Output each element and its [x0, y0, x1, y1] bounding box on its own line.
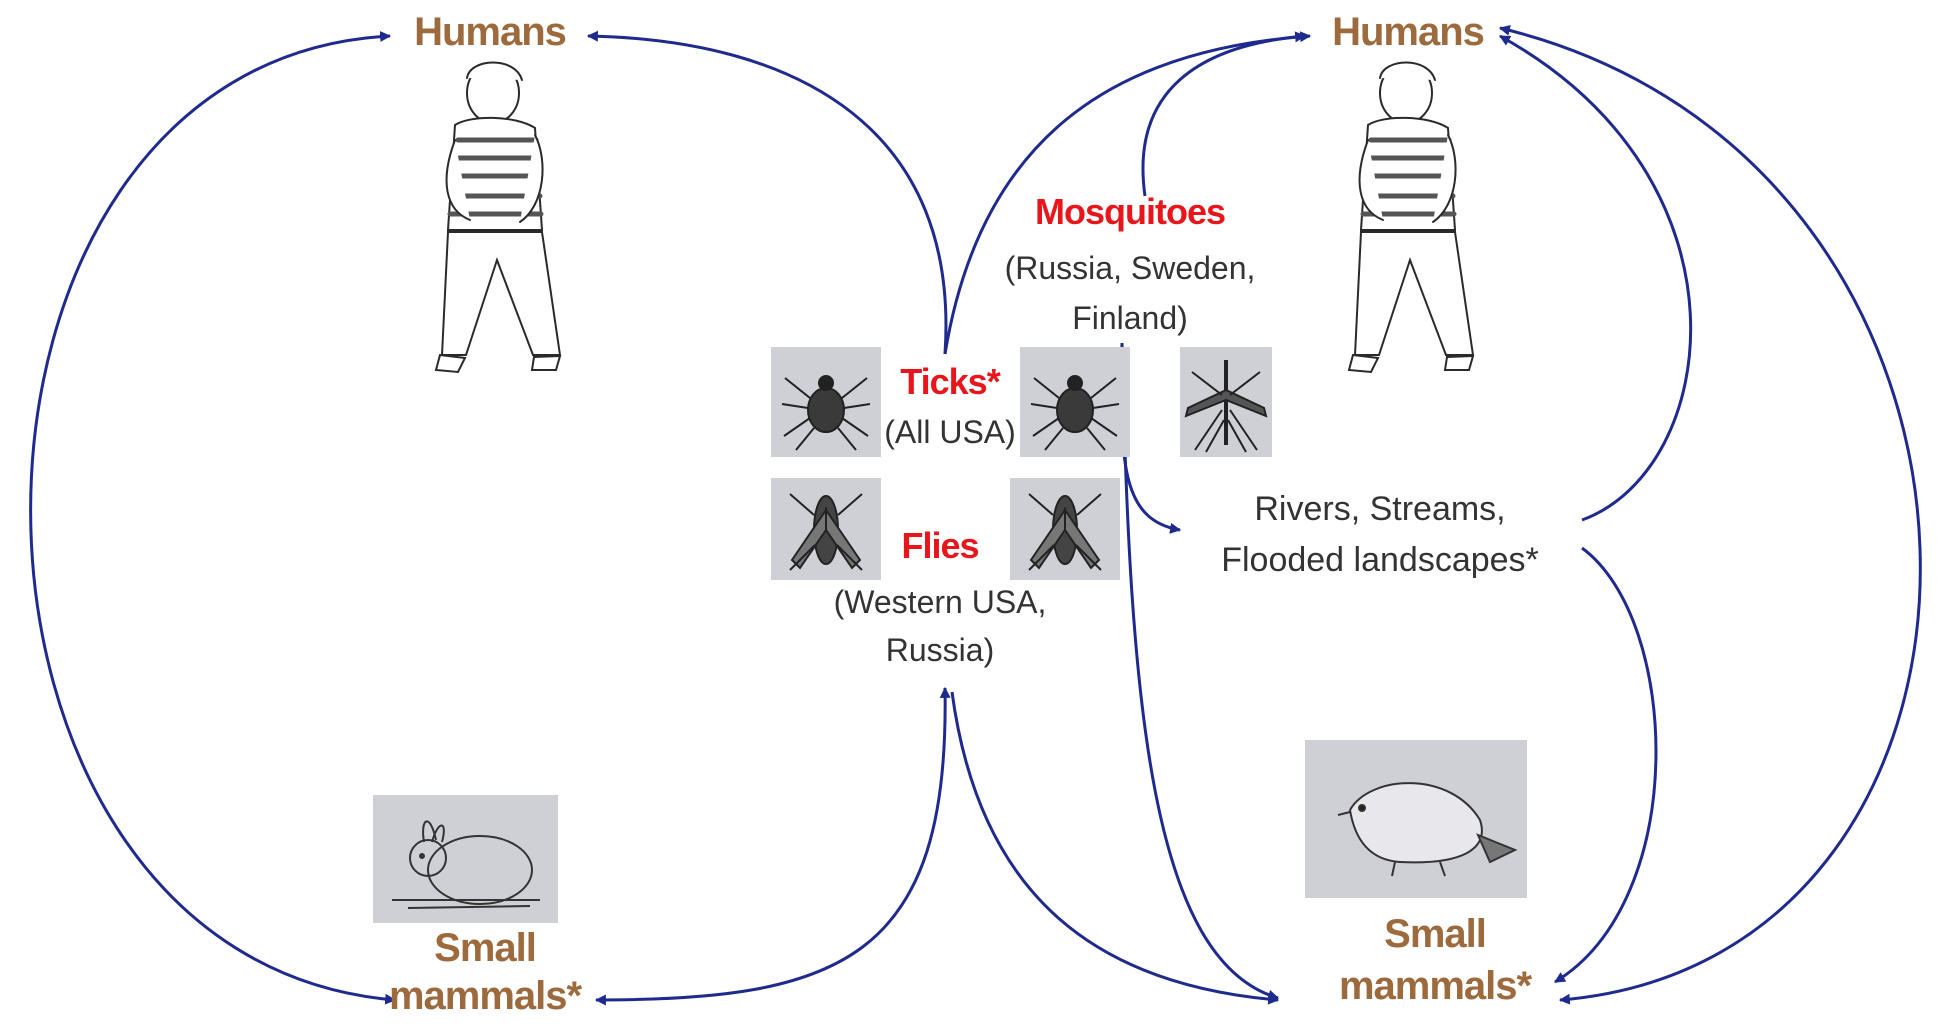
arrow-left-humans-mammals: [31, 36, 395, 1000]
small-mammals-line-2: mammals*: [1315, 964, 1555, 1008]
ticks-region: (All USA): [870, 410, 1030, 454]
ticks-label: Ticks*: [885, 362, 1015, 402]
mosquitoes-label: Mosquitoes: [1010, 192, 1250, 232]
small-mammals-line-1: Small: [1315, 912, 1555, 956]
flies-region-line-1: (Western USA,: [800, 580, 1080, 624]
arrow-vectors-left-mammals: [596, 688, 945, 1000]
arrow-ticks-to-left-humans: [588, 36, 946, 354]
mosquitoes-region-line-1: (Russia, Sweden,: [965, 246, 1295, 290]
human-figure-icon: [1349, 63, 1473, 373]
arrow-mosquitoes-to-rivers: [1121, 343, 1180, 530]
left-small-mammals-label: Small mammals*: [370, 926, 600, 1022]
flies-region-line-2: Russia): [850, 628, 1030, 672]
arrow-mosquitoes-to-right-humans: [1143, 36, 1305, 196]
habitat-line-1: Rivers, Streams,: [1180, 484, 1580, 534]
left-humans-label: Humans: [400, 10, 580, 54]
habitat-line-2: Flooded landscapes*: [1160, 535, 1600, 585]
small-mammals-line-1: Small: [370, 926, 600, 970]
arrow-rivers-to-right-humans: [1500, 36, 1691, 520]
small-mammals-line-2: mammals*: [370, 974, 600, 1018]
mosquitoes-region-line-2: Finland): [1040, 296, 1220, 340]
arrow-vectors-to-right-mammals: [952, 692, 1278, 1000]
right-small-mammals-label: Small mammals*: [1315, 912, 1555, 1012]
right-humans-label: Humans: [1318, 10, 1498, 54]
human-figure-icon: [436, 63, 560, 373]
arrow-rivers-to-right-mammals: [1555, 548, 1656, 982]
flies-label: Flies: [885, 526, 995, 566]
